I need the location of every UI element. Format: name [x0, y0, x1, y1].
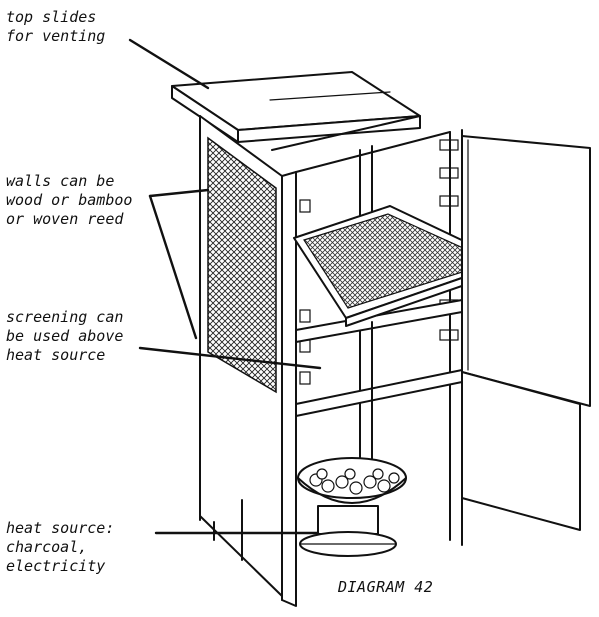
label-screening: screening can be used above heat source — [6, 308, 124, 364]
diagram-title: DIAGRAM 42 — [338, 578, 434, 596]
leader-lines — [128, 38, 322, 535]
left-wall — [199, 115, 283, 601]
front-post — [281, 171, 297, 607]
heat-source-bowl — [297, 457, 407, 557]
rear-frame — [271, 115, 463, 546]
label-walls: walls can be wood or bamboo or woven ree… — [6, 172, 133, 228]
open-door — [461, 135, 591, 531]
label-top-slides: top slides for venting — [6, 8, 106, 45]
label-heat-source: heat source: charcoal, electricity — [6, 519, 115, 575]
